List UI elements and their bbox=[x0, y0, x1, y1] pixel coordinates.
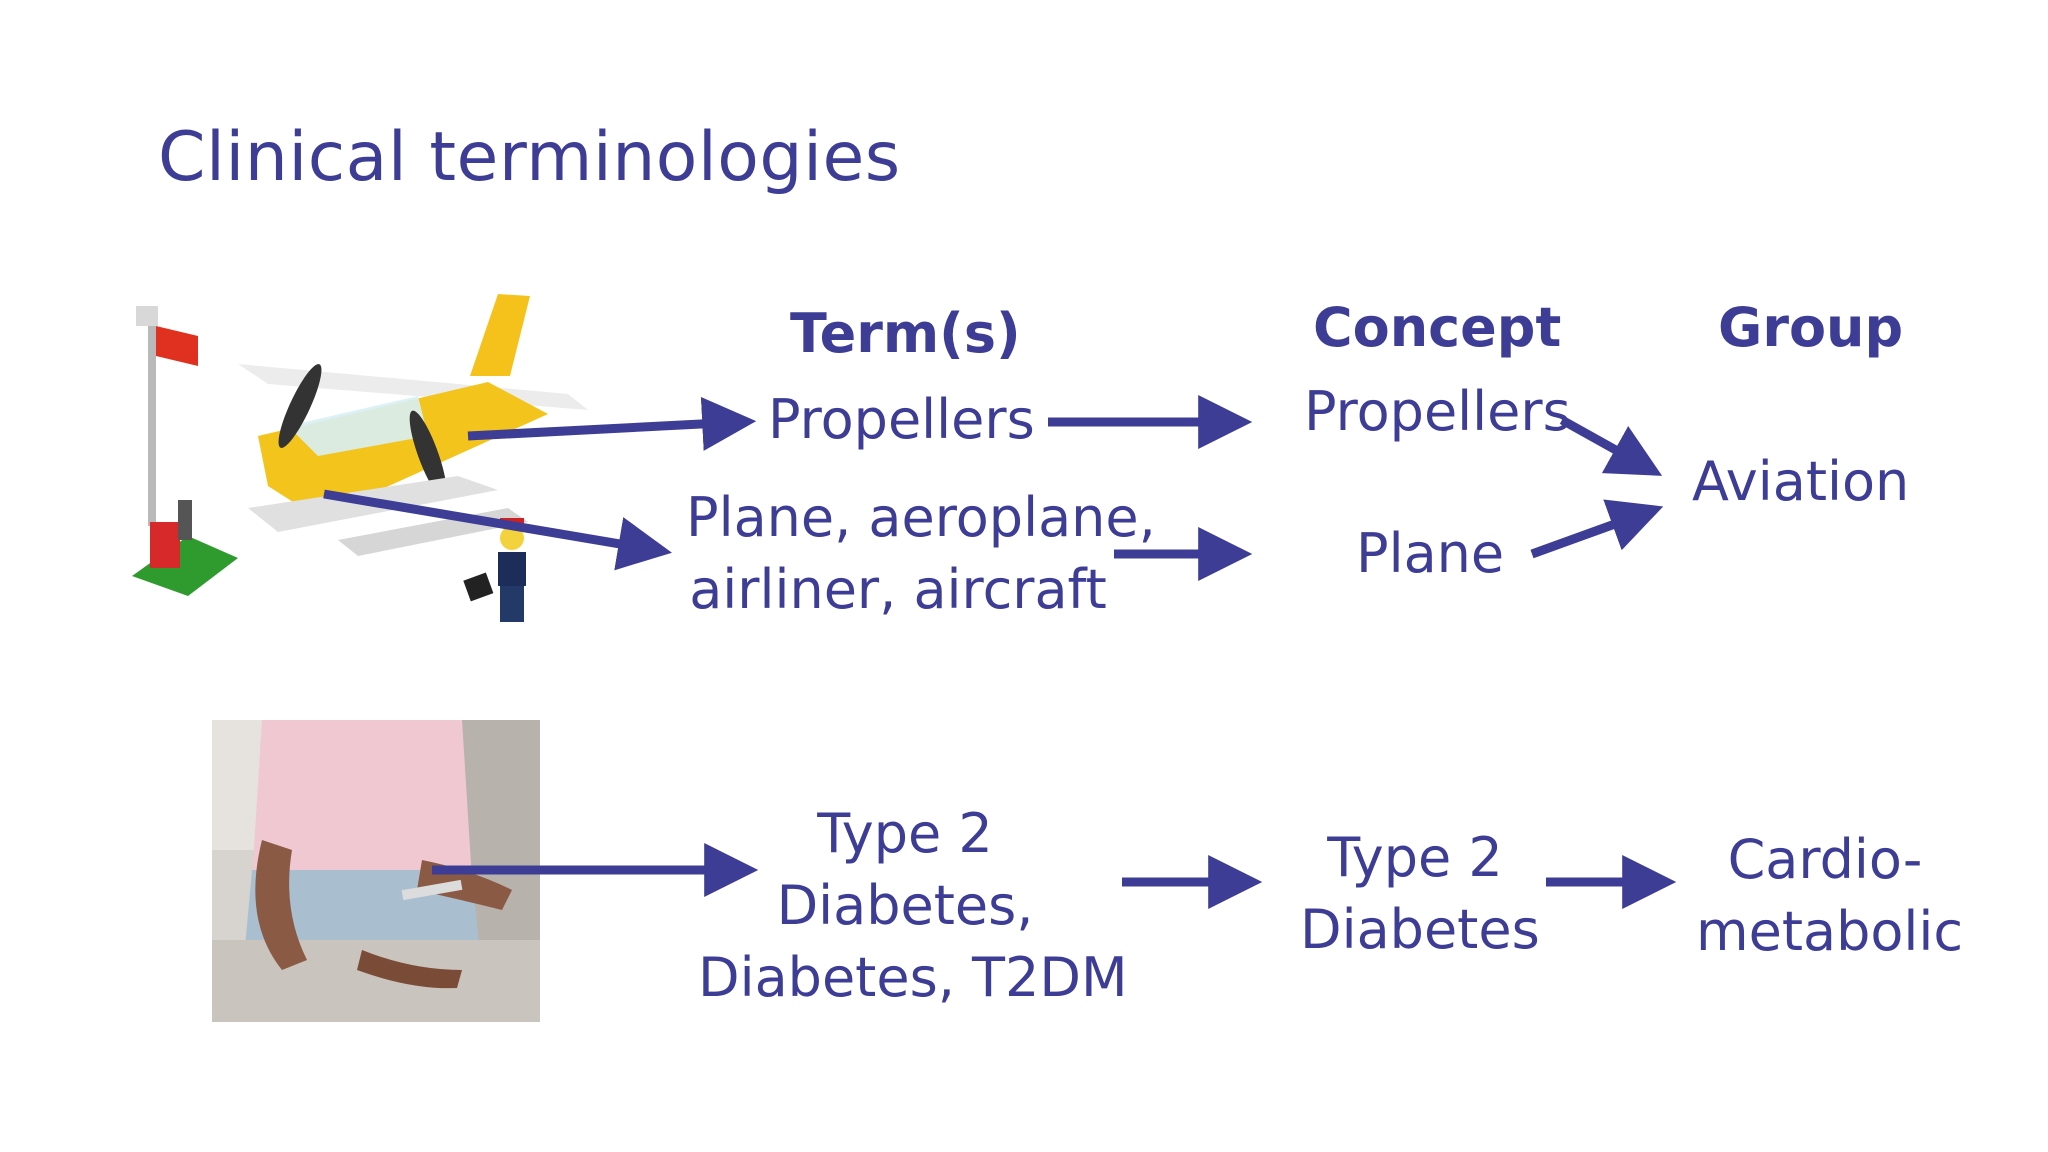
concept-diabetes-line2: Diabetes bbox=[1300, 894, 1530, 966]
group-cardiometabolic: Cardio- metabolic bbox=[1696, 824, 1954, 968]
term-diabetes-line2: Diabetes, bbox=[698, 870, 1112, 942]
arrow-plane-to-plane-terms bbox=[324, 494, 656, 550]
term-diabetes-line1: Type 2 bbox=[698, 798, 1112, 870]
arrow-propellers-to-aviation bbox=[1562, 420, 1648, 468]
term-plane-synonyms: Plane, aeroplane, airliner, aircraft bbox=[686, 482, 1110, 626]
group-aviation: Aviation bbox=[1692, 446, 1909, 518]
term-plane-synonyms-line2: airliner, aircraft bbox=[686, 554, 1110, 626]
concept-type2-diabetes: Type 2 Diabetes bbox=[1300, 822, 1530, 966]
term-plane-synonyms-line1: Plane, aeroplane, bbox=[686, 482, 1110, 554]
group-cardio-line2: metabolic bbox=[1696, 896, 1954, 968]
arrow-plane-to-aviation bbox=[1532, 512, 1648, 554]
arrow-plane-to-propellers bbox=[468, 422, 740, 436]
term-propellers: Propellers bbox=[768, 384, 1035, 456]
term-diabetes-line3: Diabetes, T2DM bbox=[698, 942, 1112, 1014]
concept-propellers: Propellers bbox=[1304, 376, 1571, 448]
concept-plane: Plane bbox=[1356, 518, 1504, 590]
term-diabetes-synonyms: Type 2 Diabetes, Diabetes, T2DM bbox=[698, 798, 1112, 1014]
concept-diabetes-line1: Type 2 bbox=[1300, 822, 1530, 894]
group-cardio-line1: Cardio- bbox=[1696, 824, 1954, 896]
